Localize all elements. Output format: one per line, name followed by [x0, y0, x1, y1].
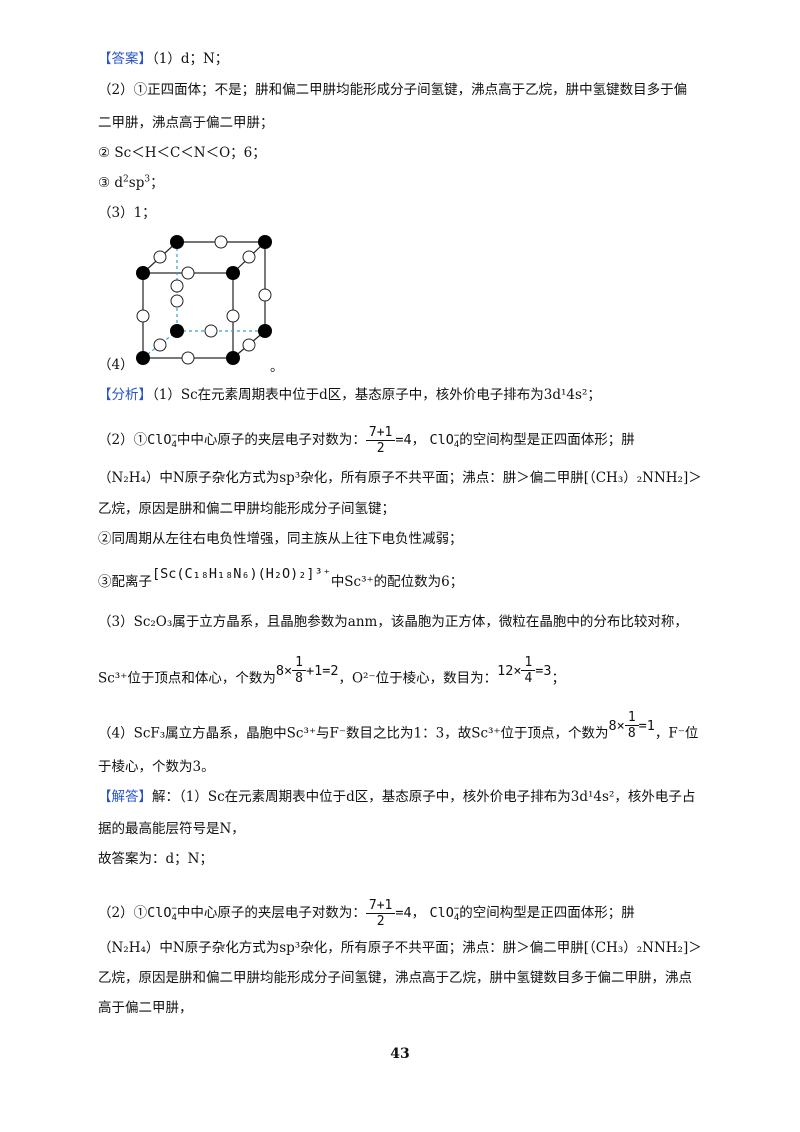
answer-1: （1）d；N；: [152, 51, 229, 67]
solution-2c: 乙烷，原因是肼和偏二甲肼均能形成分子间氢键，沸点高于乙烷，肼中氢键数目多于偏二甲…: [98, 970, 692, 986]
corner-ion: [136, 266, 150, 280]
edge-ion: [136, 309, 150, 323]
solution-1b: 据的最高能层符号是N，: [98, 821, 245, 837]
analysis-tag: 【分析】: [98, 387, 152, 403]
page-number: 43: [390, 1046, 410, 1062]
corner-ion: [136, 351, 150, 365]
edge-ion: [181, 266, 195, 280]
edge-ion: [226, 309, 240, 323]
answer-2b: 二甲肼，沸点高于偏二甲肼；: [98, 115, 274, 131]
corner-ion: [226, 266, 240, 280]
analysis-2e: ③配离子[Sc(C₁₈H₁₈N₆)(H₂O)₂]³⁺中Sc³⁺的配位数为6；: [98, 566, 464, 590]
analysis-4b: 于棱心，个数为3。: [98, 759, 215, 775]
edge-ion: [153, 338, 167, 352]
answer-3: （3）1；: [98, 205, 156, 221]
answer-4: （4）: [98, 357, 134, 373]
edge-ion: [170, 294, 184, 308]
analysis-2c: 乙烷，原因是肼和偏二甲肼均能形成分子间氢键；: [98, 501, 395, 517]
crystal-cell-diagram: [136, 235, 272, 365]
solution-1c: 故答案为：d；N；: [98, 851, 213, 867]
edge-ion: [242, 250, 256, 264]
edge-ion: [204, 324, 218, 338]
corner-ion: [226, 351, 240, 365]
answer-2a: （2）①正四面体；不是；肼和偏二甲肼均能形成分子间氢键，沸点高于乙烷，肼中氢键数…: [98, 82, 688, 98]
solution-2b: （N₂H₄）中N原子杂化方式为sp³杂化，所有原子不共平面；沸点：肼＞偏二甲肼[…: [98, 940, 702, 956]
edge-ion: [181, 351, 195, 365]
answer-tag: 【答案】: [98, 51, 152, 67]
answer-2d: ③ d2sp3；: [98, 174, 164, 191]
analysis-2b: （N₂H₄）中N原子杂化方式为sp³杂化，所有原子不共平面；沸点：肼＞偏二甲肼[…: [98, 470, 702, 486]
analysis-line-1: 【分析】（1）Sc在元素周期表中位于d区，基态原子中，核外价电子排布为3d¹4s…: [98, 387, 601, 403]
analysis-4a: （4）ScF₃属立方晶系，晶胞中Sc³⁺与F⁻数目之比为1：3，故Sc³⁺位于顶…: [98, 710, 699, 742]
edge-ion: [242, 338, 256, 352]
edge-ion: [214, 235, 228, 249]
answer-4-end: 。: [270, 359, 284, 375]
edge-ion: [258, 288, 272, 302]
solution-2d: 高于偏二甲肼，: [98, 1000, 193, 1016]
corner-ion: [258, 235, 272, 249]
answer-2c: ② Sc＜H＜C＜N＜O；6；: [98, 145, 266, 161]
analysis-2d: ②同周期从左往右电负性增强，同主族从上往下电负性减弱；: [98, 531, 463, 547]
analysis-3a: （3）Sc₂O₃属于立方晶系，且晶胞参数为anm，该晶胞为正方体，微粒在晶胞中的…: [98, 614, 688, 630]
edge-ion: [170, 279, 184, 293]
corner-ion: [170, 235, 184, 249]
corner-ion: [258, 324, 272, 338]
solution-line-1: 【解答】解：（1）Sc在元素周期表中位于d区，基态原子中，核外价电子排布为3d¹…: [98, 789, 696, 805]
solution-tag: 【解答】: [98, 789, 152, 805]
edge-ion: [153, 250, 167, 264]
corner-ion: [170, 324, 184, 338]
answer-line-1: 【答案】（1）d；N；: [98, 50, 228, 68]
